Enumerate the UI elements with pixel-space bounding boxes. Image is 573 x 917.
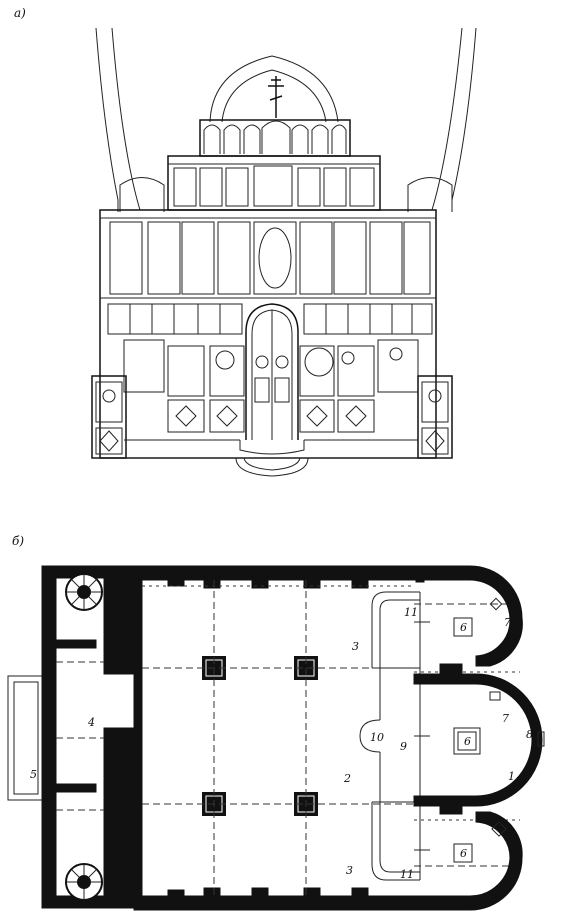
- apse-walls: [413, 565, 543, 911]
- porch: [7, 675, 45, 801]
- label-11-top: 11: [404, 606, 418, 619]
- narthex-walls: [41, 565, 135, 909]
- label-6-bottom: 6: [460, 847, 467, 860]
- label-7-bottom: 7: [508, 846, 515, 859]
- nave-walls: [133, 565, 415, 911]
- label-10: 10: [370, 731, 384, 744]
- altar-tables: [453, 597, 545, 863]
- label-3-top: 3: [352, 640, 359, 653]
- label-9: 9: [400, 740, 407, 753]
- iconostasis-festival-tier: [107, 303, 433, 335]
- label-3-bottom: 3: [346, 864, 353, 877]
- church-floor-plan: б): [7, 534, 545, 911]
- label-11-bottom: 11: [400, 868, 414, 881]
- label-8: 8: [526, 728, 533, 741]
- label-5: 5: [30, 768, 37, 781]
- panel-a-label: а): [14, 6, 26, 20]
- label-1: 1: [508, 770, 515, 783]
- narthex-dashes: [56, 661, 104, 811]
- solea-steps: [92, 439, 452, 477]
- iconostasis-deesis-tier: [100, 221, 436, 299]
- iconostasis-second-tier: [167, 155, 381, 211]
- panel-b-label: б): [12, 534, 24, 548]
- royal-doors: [245, 303, 299, 440]
- cross-icon: [268, 76, 284, 118]
- stair-towers: [65, 573, 103, 901]
- label-6-mid: 6: [464, 735, 471, 748]
- iconostasis-elevation: а): [14, 6, 477, 477]
- vault-dash-lines: [142, 580, 520, 896]
- label-7-mid: 7: [502, 712, 509, 725]
- label-4: 4: [87, 716, 95, 729]
- plan-labels: 1 2 3 3 4 5 6 6 6 7 7 7 8 9 10 11 11: [30, 606, 533, 881]
- iconostasis-top-tier: [199, 119, 351, 157]
- nave-piers: [202, 656, 318, 816]
- label-2: 2: [343, 772, 351, 785]
- label-6-top: 6: [460, 621, 467, 634]
- iconostasis-plan: [359, 591, 430, 881]
- label-7-top: 7: [504, 616, 511, 629]
- vault-lines: [95, 27, 477, 212]
- iconostasis-local-tier: [123, 339, 419, 433]
